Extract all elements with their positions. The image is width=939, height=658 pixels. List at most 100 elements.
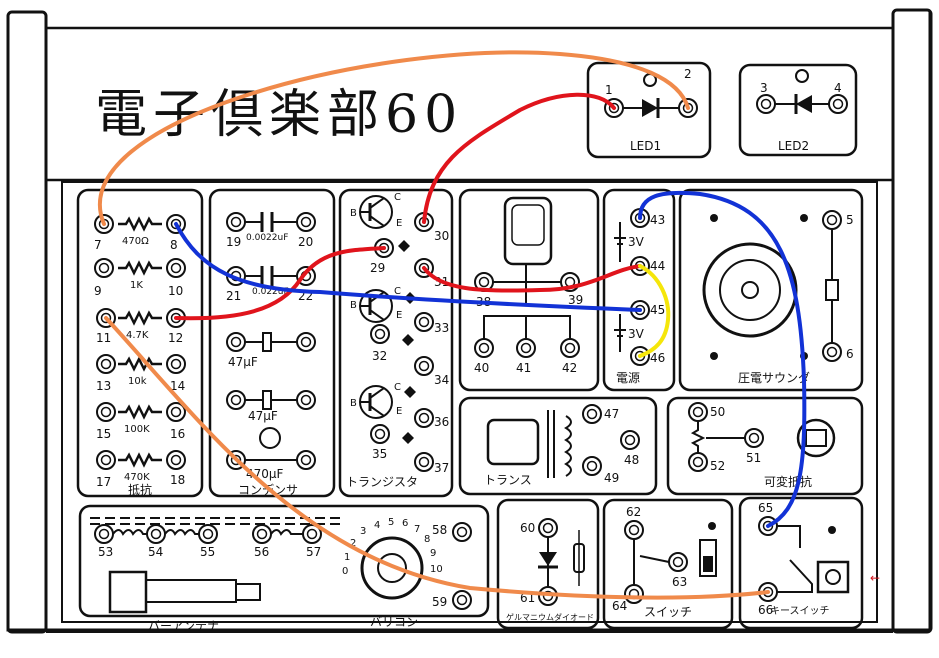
svg-text:40: 40 (474, 361, 489, 375)
switch-panel: 62 63 64 スイッチ (602, 498, 734, 630)
svg-text:7: 7 (414, 524, 420, 535)
svg-text:2: 2 (350, 538, 356, 549)
wire-blue-8-to-45 (174, 222, 642, 312)
capacitor-0.022uf: 21 22 0.022uF (226, 266, 316, 303)
resistor-panel: 7 8 470Ω 9 10 1K 11 12 4.7K 13 14 10k (76, 188, 204, 498)
transistor-section-label: トランジスタ (346, 475, 418, 489)
terminal-37[interactable] (414, 452, 434, 472)
terminal-35[interactable] (370, 424, 390, 444)
terminal-3[interactable] (756, 94, 776, 114)
svg-text:49: 49 (604, 471, 619, 485)
svg-text:46: 46 (650, 351, 665, 365)
svg-text:29: 29 (370, 261, 385, 275)
terminal-42[interactable] (560, 338, 580, 358)
terminal-62[interactable] (624, 520, 644, 540)
terminal-33[interactable] (414, 312, 434, 332)
battery-voltage-top: 3V (628, 235, 645, 249)
terminal-58[interactable] (452, 522, 472, 542)
slide-switch-icon[interactable] (699, 539, 717, 577)
svg-text:30: 30 (434, 229, 449, 243)
terminal-47[interactable] (582, 404, 602, 424)
led2-diode-icon (796, 95, 812, 113)
key-switch-button-icon[interactable] (816, 560, 850, 594)
led1-panel: 1 2 LED1 (586, 61, 712, 159)
svg-text:57: 57 (306, 545, 321, 559)
relay-icon (503, 196, 553, 266)
svg-text:10k: 10k (128, 376, 147, 387)
terminal-34[interactable] (414, 356, 434, 376)
svg-text:15: 15 (96, 427, 111, 441)
terminal-51[interactable] (744, 428, 764, 448)
wires (98, 50, 807, 600)
svg-text:41: 41 (516, 361, 531, 375)
svg-text:47: 47 (604, 407, 619, 421)
svg-text:6: 6 (846, 347, 854, 361)
wire-blue-43-to-65 (638, 190, 807, 528)
svg-text:56: 56 (254, 545, 269, 559)
wire-orange-7-to-2 (98, 50, 690, 226)
svg-text:58: 58 (432, 523, 447, 537)
terminal-32[interactable] (370, 324, 390, 344)
svg-text:1K: 1K (130, 280, 143, 291)
led1-label: LED1 (630, 139, 661, 153)
capacitor-47uf-a: 47μF (226, 332, 316, 369)
capacitor-0.0022uf: 19 20 0.0022uF (226, 212, 316, 249)
terminal-6[interactable] (822, 342, 842, 362)
svg-text:64: 64 (612, 599, 627, 613)
svg-text:14: 14 (170, 379, 185, 393)
battery-section-label: 電源 (616, 371, 640, 385)
terminal-5[interactable] (822, 210, 842, 230)
terminal-59[interactable] (452, 590, 472, 610)
svg-text:32: 32 (372, 349, 387, 363)
svg-text:50: 50 (710, 405, 725, 419)
svg-text:3: 3 (360, 526, 366, 537)
terminal-63[interactable] (668, 552, 688, 572)
svg-text:59: 59 (432, 595, 447, 609)
svg-text:E: E (396, 406, 402, 417)
relay-panel: 38 39 40 41 42 (458, 188, 600, 392)
svg-text:E: E (396, 310, 402, 321)
terminal-64[interactable] (624, 584, 644, 604)
svg-text:37: 37 (434, 461, 449, 475)
terminal-50[interactable] (688, 402, 708, 422)
svg-text:C: C (394, 192, 401, 203)
variable-resistor-label: 可変抵抗 (764, 474, 812, 489)
varicon-dial-icon[interactable] (360, 536, 424, 600)
svg-text:C: C (394, 382, 401, 393)
svg-text:11: 11 (96, 331, 111, 345)
resistor-470: 7 8 470Ω (94, 214, 186, 252)
svg-text:16: 16 (170, 427, 185, 441)
svg-text:34: 34 (434, 373, 449, 387)
resistor-section-label: 抵抗 (128, 482, 152, 497)
terminal-4[interactable] (828, 94, 848, 114)
terminal-53[interactable] (94, 524, 114, 544)
svg-text:13: 13 (96, 379, 111, 393)
resistor-1k: 9 10 1K (94, 258, 186, 298)
wire-red-12-to-29 (174, 246, 386, 321)
svg-text:9: 9 (94, 284, 102, 298)
svg-text:100K: 100K (124, 424, 150, 435)
svg-text:0: 0 (342, 566, 348, 577)
svg-text:62: 62 (626, 505, 641, 519)
svg-text:53: 53 (98, 545, 113, 559)
terminal-36[interactable] (414, 408, 434, 428)
svg-text:36: 36 (434, 415, 449, 429)
terminal-52[interactable] (688, 452, 708, 472)
terminal-60[interactable] (538, 518, 558, 538)
terminal-55[interactable] (198, 524, 218, 544)
terminal-40[interactable] (474, 338, 494, 358)
terminal-56[interactable] (252, 524, 272, 544)
svg-text:B: B (350, 300, 357, 311)
diode-label: ゲルマニウムダイオード (506, 612, 594, 622)
wire-yellow-44-to-46 (638, 264, 671, 358)
terminal-41[interactable] (516, 338, 536, 358)
svg-text:4: 4 (374, 520, 380, 531)
wire-orange-11-to-66 (104, 316, 770, 600)
terminal-49[interactable] (582, 456, 602, 476)
capacitor-470uf: 470μF (226, 427, 316, 481)
variable-resistor-panel: 50 51 52 可変抵抗 (666, 396, 864, 496)
svg-text:7: 7 (94, 238, 102, 252)
capacitor-panel: 19 20 0.0022uF 21 22 0.022uF 47μF 47μF (208, 188, 336, 498)
terminal-54[interactable] (146, 524, 166, 544)
terminal-48[interactable] (620, 430, 640, 450)
